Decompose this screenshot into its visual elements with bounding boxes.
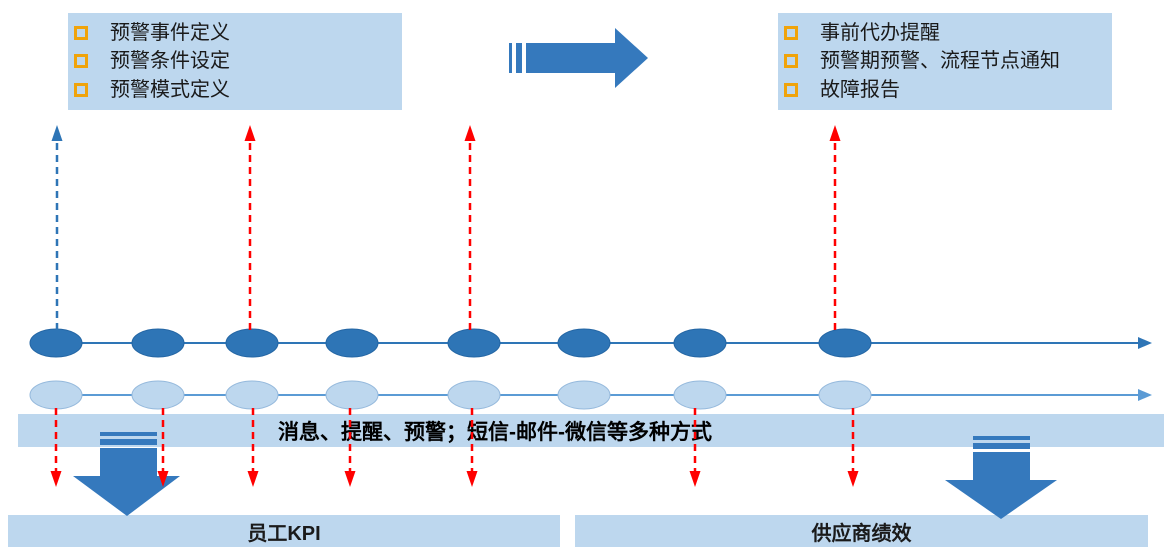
striped-down-arrow-right-icon [945,436,1057,519]
dashed-up-arrowhead-icon [464,125,476,141]
process-node-dark [557,328,611,358]
dashed-down-arrowhead-icon [50,471,62,487]
bullet-square-icon [74,26,88,41]
notification-type-item-label: 事前代办提醒 [820,22,940,45]
bottom-timeline-arrowhead-icon [1138,389,1152,401]
process-node-light [557,380,611,410]
notification-type-item: 预警期预警、流程节点通知 [778,50,1104,72]
notification-type-item: 事前代办提醒 [778,22,1104,44]
bullet-square-icon [74,82,88,97]
process-node-light [29,380,83,410]
process-node-light [447,380,501,410]
notification-type-item-label: 预警期预警、流程节点通知 [820,50,1060,73]
process-node-dark [325,328,379,358]
warning-definition-item-label: 预警事件定义 [110,22,230,45]
top-timeline-arrowhead-icon [1138,337,1152,349]
dashed-up-arrowhead-icon [244,125,256,141]
process-node-light [325,380,379,410]
process-node-light [818,380,872,410]
warning-definition-item: 预警条件设定 [68,50,394,72]
dashed-down-arrowhead-icon [847,471,859,487]
striped-right-arrow-icon [509,28,648,88]
dashed-down-arrowhead-icon [247,471,259,487]
process-node-dark [447,328,501,358]
employee-kpi-label: 员工KPI [247,522,321,545]
message-channel-band: 消息、提醒、预警；短信-邮件-微信等多种方式 [18,414,1164,447]
employee-kpi-box: 员工KPI [8,515,560,547]
bullet-square-icon [784,26,798,41]
process-node-dark [131,328,185,358]
warning-definition-item-label: 预警条件设定 [110,50,230,73]
warning-definition-item: 预警事件定义 [68,22,394,44]
warning-definition-item: 预警模式定义 [68,79,394,101]
notification-types-box: 事前代办提醒预警期预警、流程节点通知故障报告 [778,13,1112,110]
dashed-down-arrowhead-icon [344,471,356,487]
supplier-performance-box: 供应商绩效 [575,515,1148,547]
dashed-down-arrowhead-icon [689,471,701,487]
dashed-down-arrowhead-icon [157,471,169,487]
notification-type-item-label: 故障报告 [820,78,900,101]
process-node-light [673,380,727,410]
supplier-performance-label: 供应商绩效 [811,522,912,545]
notification-type-item: 故障报告 [778,79,1104,101]
dashed-up-arrowhead-icon [51,125,63,141]
process-node-light [131,380,185,410]
dashed-down-arrowhead-icon [466,471,478,487]
bullet-square-icon [784,82,798,97]
message-channel-label: 消息、提醒、预警；短信-邮件-微信等多种方式 [278,420,712,444]
bullet-square-icon [74,54,88,69]
process-node-dark [818,328,872,358]
process-node-light [225,380,279,410]
process-node-dark [29,328,83,358]
warning-definition-box: 预警事件定义预警条件设定预警模式定义 [68,13,402,110]
warning-definition-item-label: 预警模式定义 [110,78,230,101]
process-node-dark [673,328,727,358]
process-node-dark [225,328,279,358]
dashed-up-arrowhead-icon [829,125,841,141]
bullet-square-icon [784,54,798,69]
